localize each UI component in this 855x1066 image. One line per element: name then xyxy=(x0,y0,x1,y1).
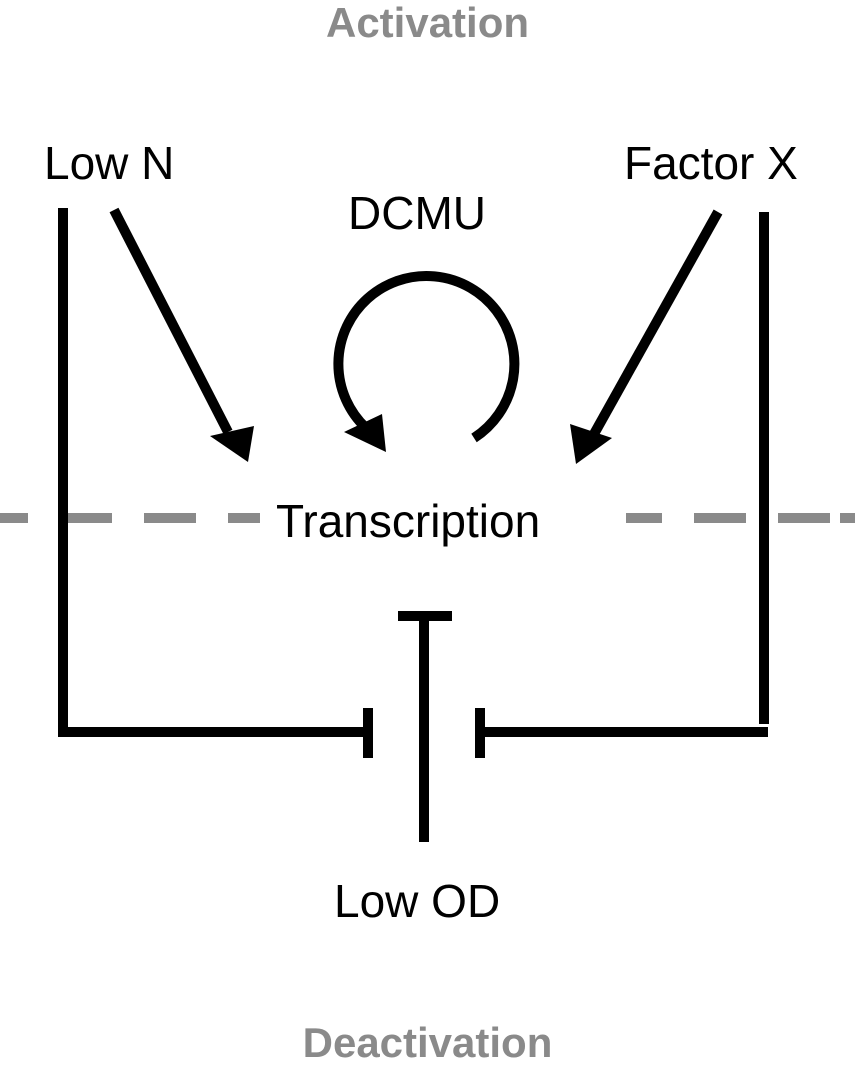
arrow-factor-x-to-transcription xyxy=(570,209,723,464)
dcmu-label: DCMU xyxy=(348,187,486,239)
arrow-dcmu-circular xyxy=(333,270,520,452)
low-od-label: Low OD xyxy=(334,875,501,927)
inhibition-low-n-to-low-od xyxy=(58,208,373,758)
transcription-label: Transcription xyxy=(276,495,541,547)
arrow-low-n-to-transcription xyxy=(109,207,254,462)
deactivation-title: Deactivation xyxy=(302,1019,553,1066)
inhibition-low-od-to-transcription xyxy=(398,611,452,842)
factor-x-label: Factor X xyxy=(624,137,798,189)
activation-title: Activation xyxy=(325,0,530,46)
inhibition-factor-x-to-low-od xyxy=(475,212,769,758)
low-n-label: Low N xyxy=(44,137,175,189)
